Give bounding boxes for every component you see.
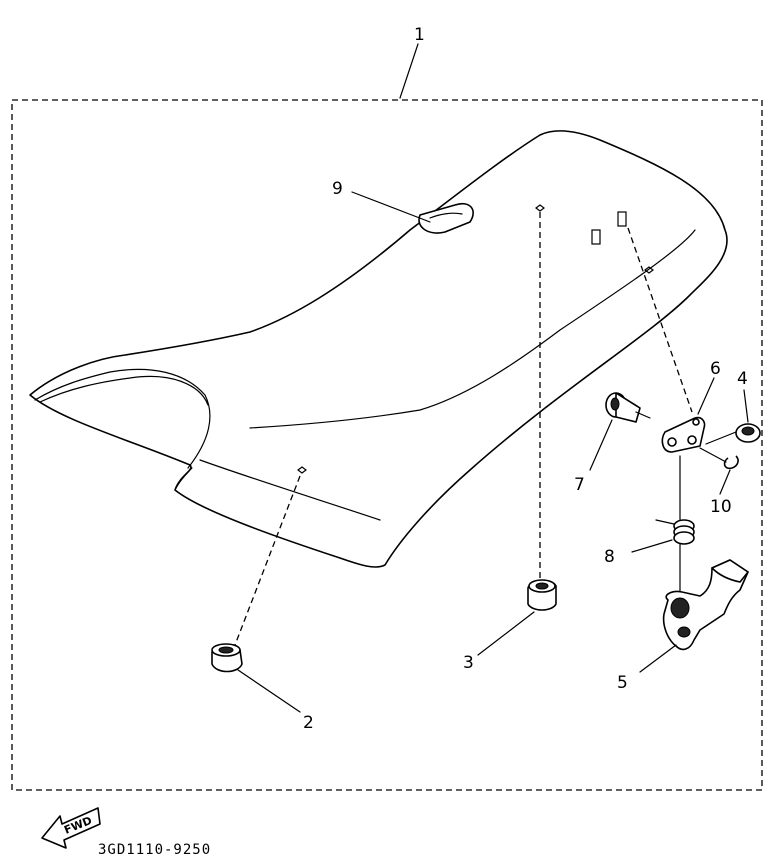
assembly-line-2	[234, 475, 301, 646]
part-7-bolt	[605, 392, 651, 423]
callout-6: 6	[710, 359, 721, 379]
leader-7	[589, 419, 613, 471]
callout-4: 4	[737, 369, 748, 389]
leader-9	[351, 191, 431, 223]
seat-slots	[297, 204, 654, 474]
part-3-damper	[527, 579, 557, 611]
part-6-bracket	[661, 416, 706, 453]
part-5-latch	[662, 559, 749, 651]
leader-2	[237, 669, 301, 713]
part-4-nut	[735, 423, 761, 443]
leader-8	[631, 539, 673, 553]
leader-1	[399, 43, 419, 99]
leader-10	[719, 469, 731, 495]
seat	[29, 130, 728, 568]
callout-8: 8	[604, 547, 615, 567]
leader-4	[743, 389, 749, 423]
assembly-line-4	[705, 431, 737, 445]
assembly-border	[11, 99, 763, 791]
callout-2: 2	[303, 713, 314, 733]
callout-7: 7	[574, 475, 585, 495]
callout-10: 10	[710, 497, 732, 517]
callout-9: 9	[332, 179, 343, 199]
part-9-tab	[418, 203, 474, 234]
fwd-arrow-icon: FWD	[41, 807, 101, 849]
leader-5	[639, 644, 677, 673]
callout-5: 5	[617, 673, 628, 693]
leader-3	[477, 611, 535, 656]
part-8-spring	[655, 519, 695, 545]
part-2-damper	[211, 643, 243, 673]
leader-6	[697, 377, 715, 415]
part-code: 3GD1110-9250	[98, 842, 211, 858]
callout-1: 1	[414, 25, 425, 45]
assembly-line-6	[627, 227, 693, 413]
callout-3: 3	[463, 653, 474, 673]
assembly-line-10	[699, 447, 727, 463]
part-10-clip	[723, 455, 739, 470]
